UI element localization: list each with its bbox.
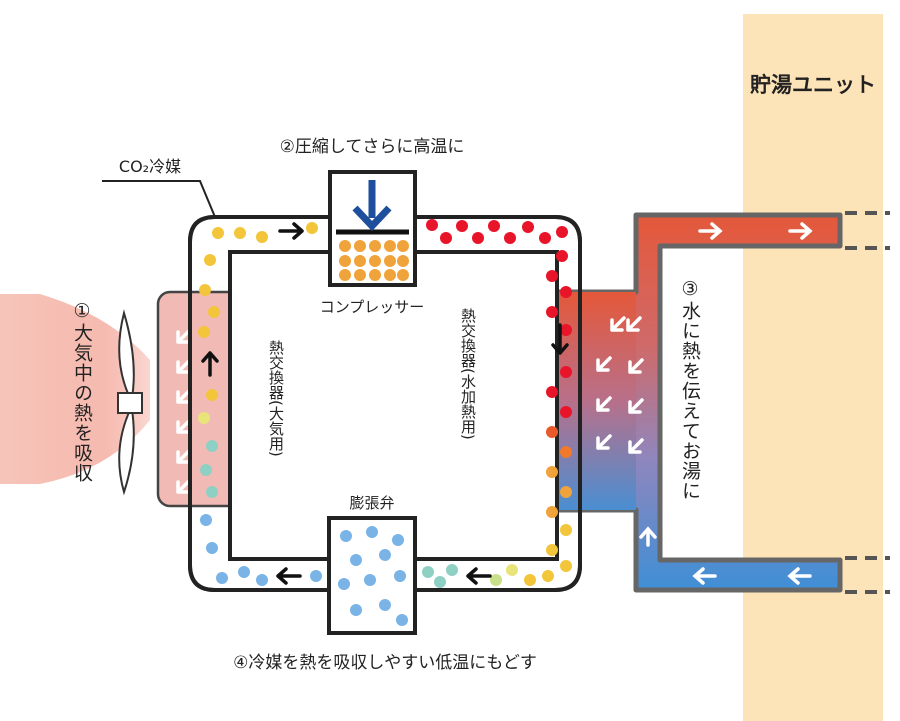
air-inflow bbox=[0, 294, 150, 484]
tank-connections bbox=[845, 211, 890, 594]
flow-arrow-icon bbox=[201, 222, 569, 585]
compressor-label: コンプレッサー bbox=[320, 298, 425, 316]
refrigerant-label: CO₂冷媒 bbox=[119, 157, 181, 176]
fan-icon bbox=[117, 309, 143, 496]
tank-unit-title: 貯湯ユニット bbox=[750, 73, 876, 97]
refrigerant-leader bbox=[102, 180, 216, 218]
refrigerant-loop bbox=[188, 215, 582, 592]
step3-label: ③水に熱を伝えてお湯に bbox=[679, 278, 701, 501]
expansion-valve-label: 膨張弁 bbox=[349, 494, 394, 512]
water-hx-label: 熱交換器(水加熱用) bbox=[459, 308, 477, 440]
refrigerant-particles bbox=[198, 219, 572, 588]
step1-label: ①大気中の熱を吸収 bbox=[71, 300, 93, 483]
air-hx-label: 熱交換器(大気用) bbox=[267, 340, 285, 457]
down-arrow-icon bbox=[352, 180, 392, 232]
compressed-particles bbox=[339, 240, 409, 281]
step4-label: ④冷媒を熱を吸収しやすい低温にもどす bbox=[233, 653, 537, 673]
step2-label: ②圧縮してさらに高温に bbox=[280, 137, 465, 157]
expanded-particles bbox=[338, 526, 408, 626]
tank-unit-panel bbox=[743, 14, 883, 721]
